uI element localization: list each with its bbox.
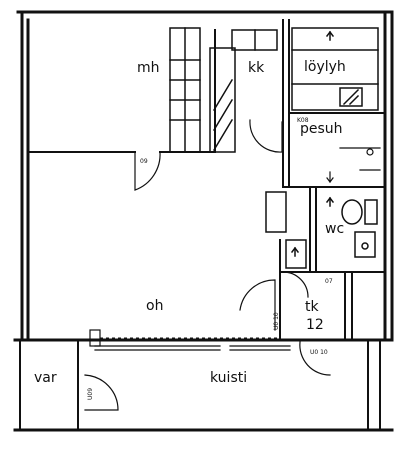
wc-fixtures [325,196,378,258]
room-label-kuisti: kuisti [210,370,248,386]
room-label-var: var [34,370,57,386]
room-label-loylyh: löylyh [304,59,346,75]
room-label-mh: mh [137,60,160,76]
porch-railing [89,329,291,351]
room-label-tk-number: 12 [306,317,324,333]
door-code-5: U0 10 [273,312,280,330]
door-code-3: 07 [325,278,333,285]
room-label-tk: tk [305,299,319,315]
door-swings [84,119,331,411]
kitchen-cabinets [169,27,278,153]
room-label-oh: oh [146,298,164,314]
interior-walls [19,19,386,431]
room-label-wc: wc [325,221,345,237]
shower-fittings [326,147,381,183]
door-code-6: U09 [87,388,94,400]
closet [265,191,307,269]
door-code-1: 09 [140,158,148,165]
room-label-pesuh: pesuh [300,121,343,137]
door-code-4: U0 10 [310,349,328,356]
room-label-kk: kk [248,60,265,76]
sauna-benches [291,27,379,111]
door-code-2: K08 [297,117,309,124]
